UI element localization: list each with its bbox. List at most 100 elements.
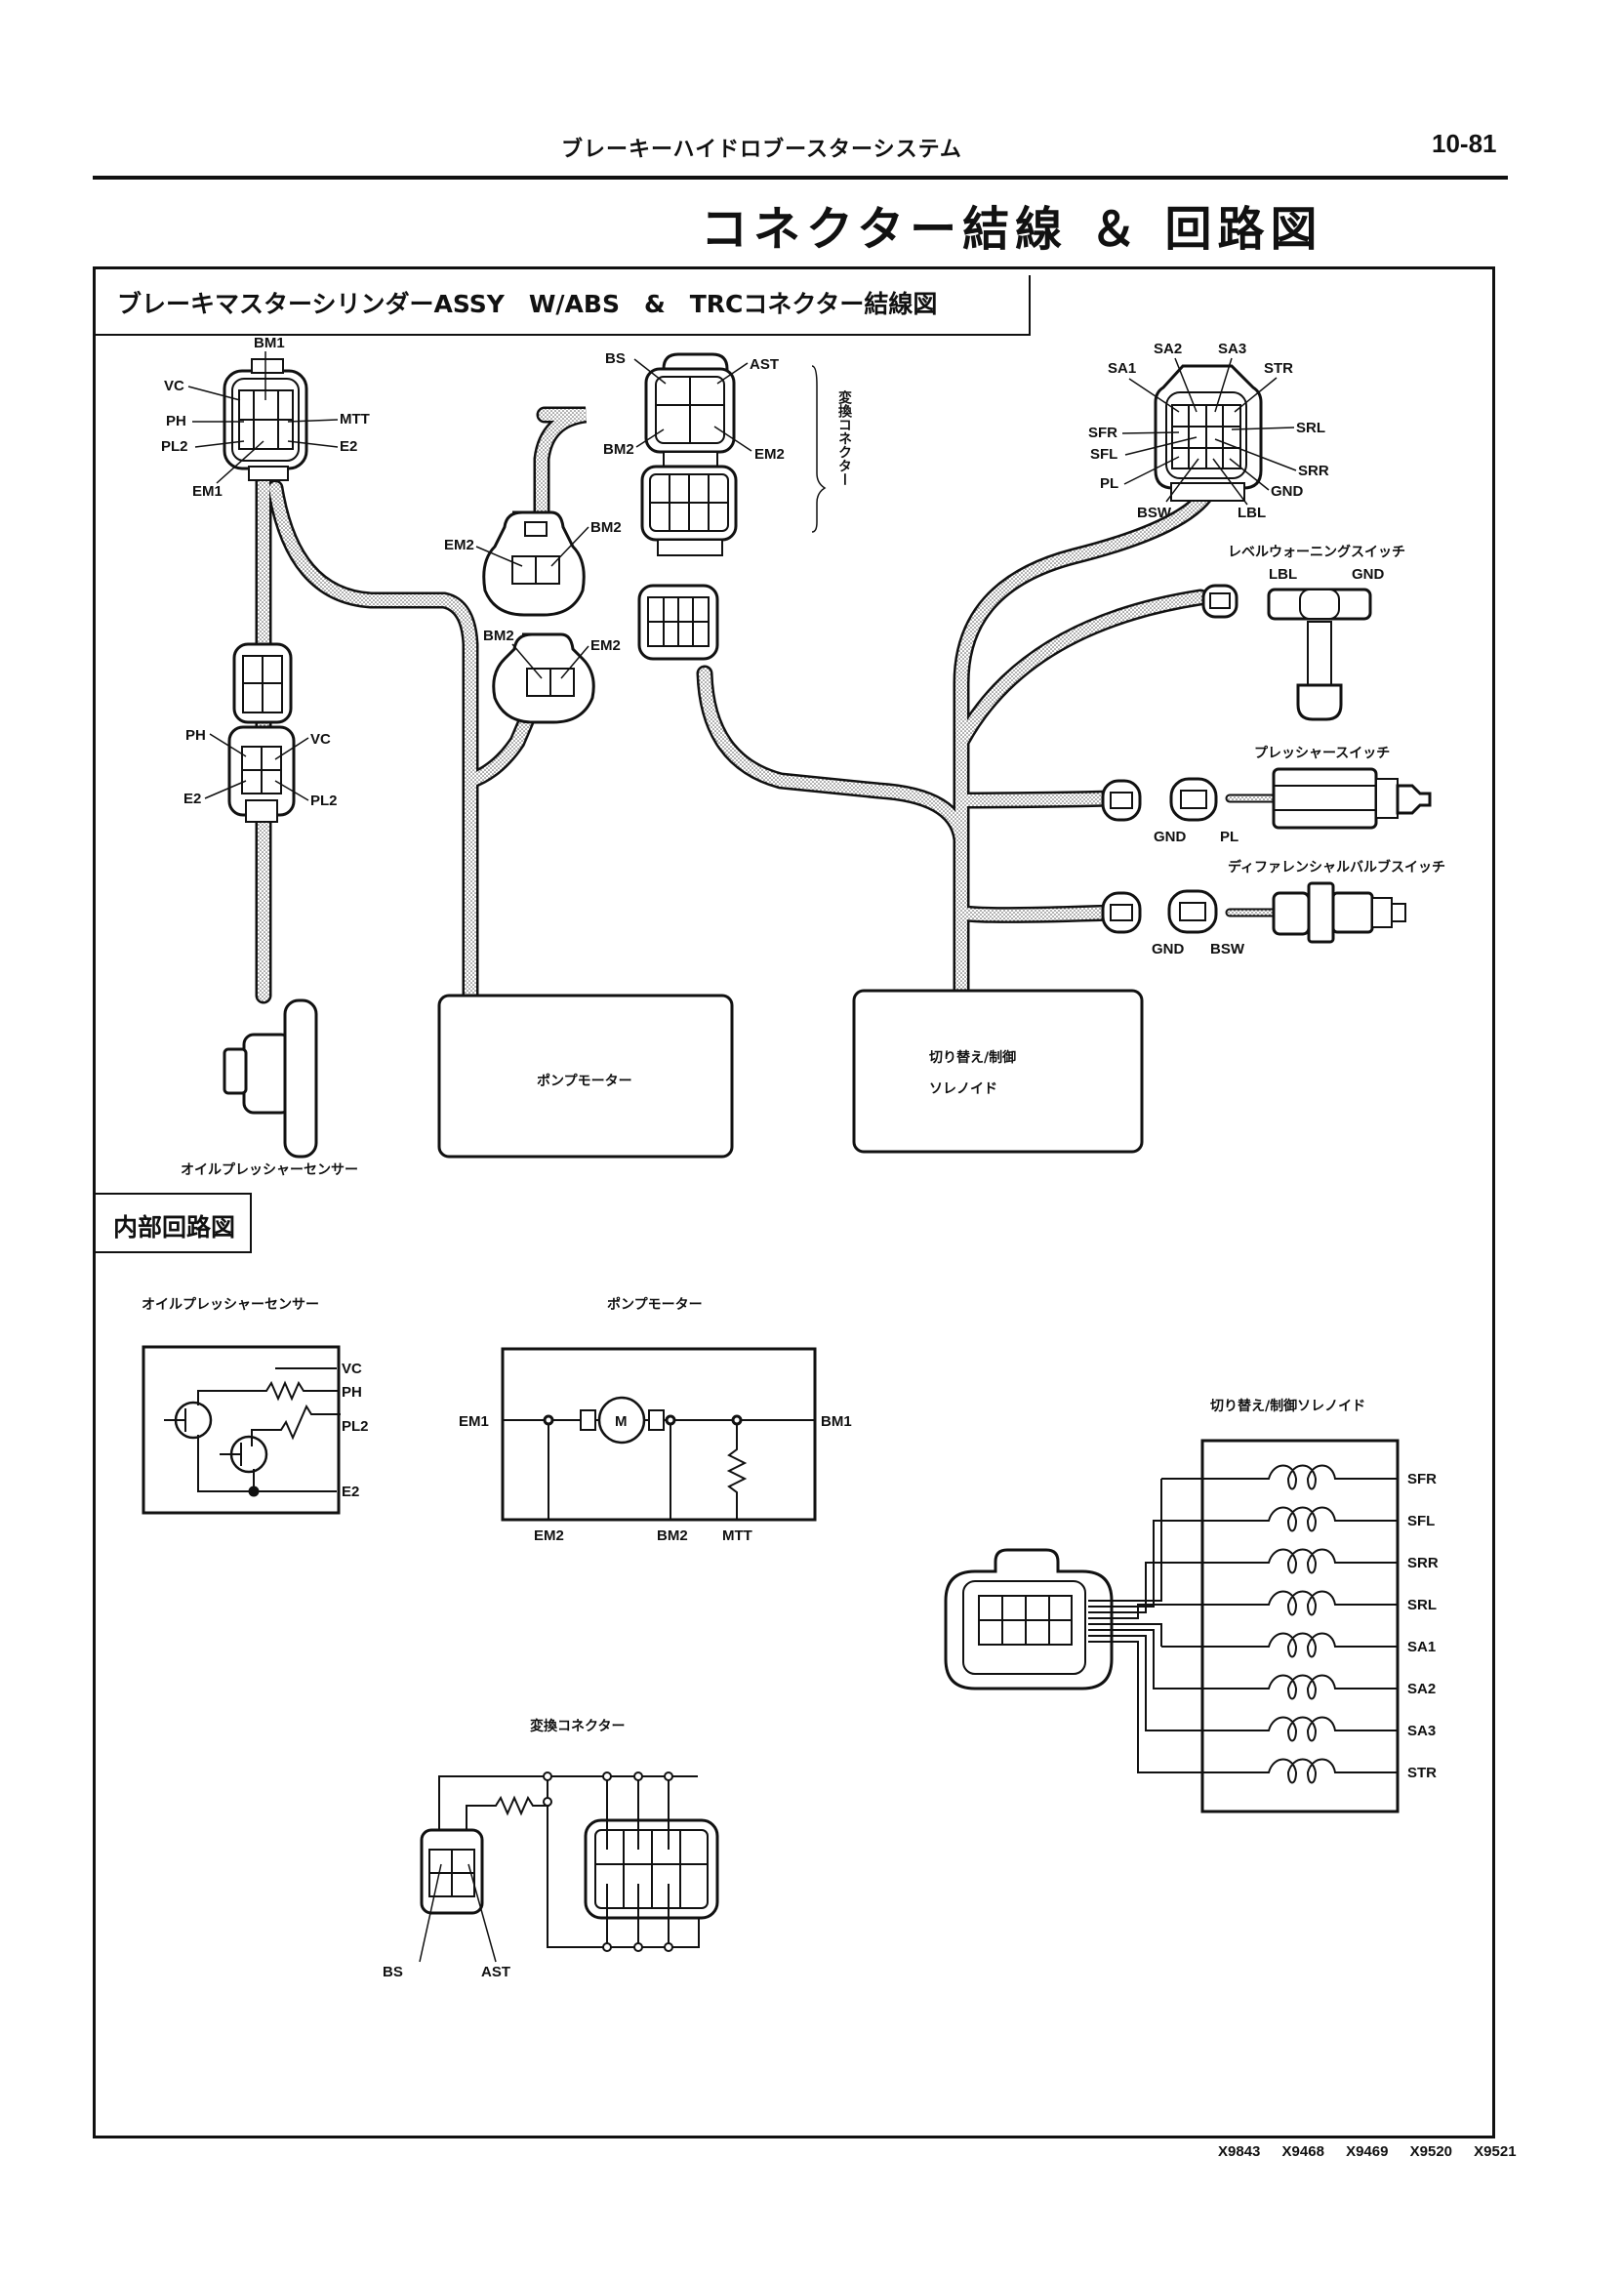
conversion-circuit — [419, 1771, 719, 1963]
terminal-label: SRL — [1407, 1597, 1437, 1613]
pin-label: BM2 — [590, 519, 622, 536]
pin-label: PL2 — [310, 793, 338, 809]
pin-label: BSW — [1210, 941, 1245, 957]
solenoid-label-2: ソレノイド — [929, 1081, 997, 1097]
differential-valve-switch — [1101, 881, 1406, 944]
diagram-frame — [93, 266, 1495, 2138]
pin-label: LBL — [1269, 566, 1297, 583]
wire-harness — [255, 406, 1283, 1009]
solenoid-wire — [1088, 1479, 1162, 1602]
pin-label: STR — [1264, 360, 1293, 377]
leader-lines — [204, 733, 309, 801]
solenoid-wire — [1088, 1623, 1162, 1647]
leader-lines — [633, 358, 827, 533]
solenoid-label-1: 切り替え/制御 — [929, 1049, 1016, 1066]
terminal-label: EM1 — [459, 1413, 489, 1430]
pin-label: PL — [1220, 829, 1238, 845]
leader-lines — [187, 351, 339, 484]
terminal-label: STR — [1407, 1765, 1437, 1781]
pin-label: BS — [605, 350, 626, 367]
page-number: 10-81 — [1432, 129, 1497, 158]
differential-valve-switch-label: ディファレンシャルバルブスイッチ — [1228, 859, 1445, 875]
solenoid-wire — [1088, 1562, 1161, 1613]
terminal-label: VC — [342, 1361, 362, 1377]
solenoid-coil — [1161, 1464, 1398, 1490]
pin-label: GND — [1271, 483, 1304, 500]
oil-sensor-circuit-title: オイルプレッシャーセンサー — [142, 1297, 319, 1313]
pin-label: BM2 — [483, 628, 514, 644]
terminal-label: SRR — [1407, 1555, 1439, 1571]
pin-label: SFR — [1088, 425, 1117, 441]
pin-label: PH — [185, 727, 206, 744]
solenoid-wire — [1088, 1641, 1161, 1773]
terminal-label: PH — [342, 1384, 362, 1401]
pin-label: BSW — [1137, 505, 1172, 521]
conversion-connector-vlabel: 変換コネクター — [836, 389, 852, 486]
pump-motor-circuit-title: ポンプモーター — [607, 1296, 703, 1313]
pin-label: GND — [1154, 829, 1187, 845]
solenoid-coil — [1161, 1632, 1398, 1658]
solenoid-coil — [1161, 1716, 1398, 1742]
pin-label: EM2 — [590, 637, 621, 654]
conversion-circuit-title: 変換コネクター — [530, 1718, 625, 1734]
terminal-label: BS — [383, 1964, 403, 1980]
terminal-label: PL2 — [342, 1418, 369, 1435]
terminal-label: SA3 — [1407, 1723, 1436, 1739]
level-warning-switch — [1201, 584, 1372, 721]
conversion-connector — [637, 352, 738, 661]
terminal-label: SFL — [1407, 1513, 1435, 1529]
main-connector-labels: BM1 VC PH PL2 EM1 MTT E2 — [161, 335, 370, 500]
pressure-switch-label: プレッシャースイッチ — [1254, 746, 1390, 761]
pump-motor-label: ポンプモーター — [537, 1073, 632, 1089]
pin-label: E2 — [340, 438, 357, 455]
pressure-switch — [1101, 767, 1432, 830]
section-header-title: ブレーキーハイドロブースターシステム — [561, 138, 962, 162]
solenoid-box — [852, 989, 1144, 1154]
pin-label: EM2 — [754, 446, 785, 463]
leader-lines — [475, 526, 589, 679]
pin-label: LBL — [1238, 505, 1266, 521]
solenoid-coil — [1161, 1674, 1398, 1700]
terminal-label: E2 — [342, 1484, 359, 1500]
oil-sensor-circuit — [142, 1345, 341, 1515]
terminal-label: EM2 — [534, 1527, 564, 1544]
level-warning-switch-label: レベルウォーニングスイッチ — [1228, 544, 1405, 560]
pin-label: BM1 — [254, 335, 285, 351]
pin-label: BM2 — [603, 441, 634, 458]
solenoid-wire — [1088, 1629, 1161, 1690]
pin-label: E2 — [183, 791, 201, 807]
pin-label: VC — [164, 378, 184, 394]
solenoid-coil — [1161, 1548, 1398, 1574]
leader-lines — [1121, 357, 1297, 506]
pin-label: AST — [750, 356, 779, 373]
motor-plug-a — [482, 510, 586, 617]
pin-label: PL2 — [161, 438, 188, 455]
solenoid-circuit-title: 切り替え/制御ソレノイド — [1210, 1398, 1365, 1414]
solenoid-coils — [1088, 1464, 1398, 1784]
internal-circuit-heading: 内部回路図 — [96, 1193, 252, 1253]
pin-label: GND — [1352, 566, 1385, 583]
pin-label: EM2 — [444, 537, 474, 553]
solenoid-coil — [1161, 1506, 1398, 1532]
pin-label: SA1 — [1108, 360, 1136, 377]
solenoid-wire — [1088, 1604, 1161, 1619]
pump-motor-circuit — [501, 1347, 817, 1522]
page-title: コネクター結線 ＆ 回路図 — [701, 202, 1323, 257]
solenoid-coil — [1161, 1758, 1398, 1784]
solenoid-coil — [1161, 1590, 1398, 1616]
terminal-label: BM2 — [657, 1527, 688, 1544]
pin-label: SFL — [1090, 446, 1117, 463]
header-rule — [93, 176, 1508, 180]
pin-label: SRL — [1296, 420, 1325, 436]
terminal-label: MTT — [722, 1527, 752, 1544]
terminal-label: SA2 — [1407, 1681, 1436, 1697]
pin-label: SA3 — [1218, 341, 1246, 357]
connector-wiring-heading: ブレーキマスターシリンダーASSY W/ABS & TRCコネクター結線図 — [96, 275, 1031, 336]
pin-label: VC — [310, 731, 331, 748]
solenoid-wire — [1088, 1635, 1161, 1731]
motor-plug-b — [492, 632, 595, 724]
solenoid-connector — [1154, 364, 1263, 502]
oil-pressure-sensor — [223, 998, 318, 1159]
terminal-label: SA1 — [1407, 1639, 1436, 1655]
